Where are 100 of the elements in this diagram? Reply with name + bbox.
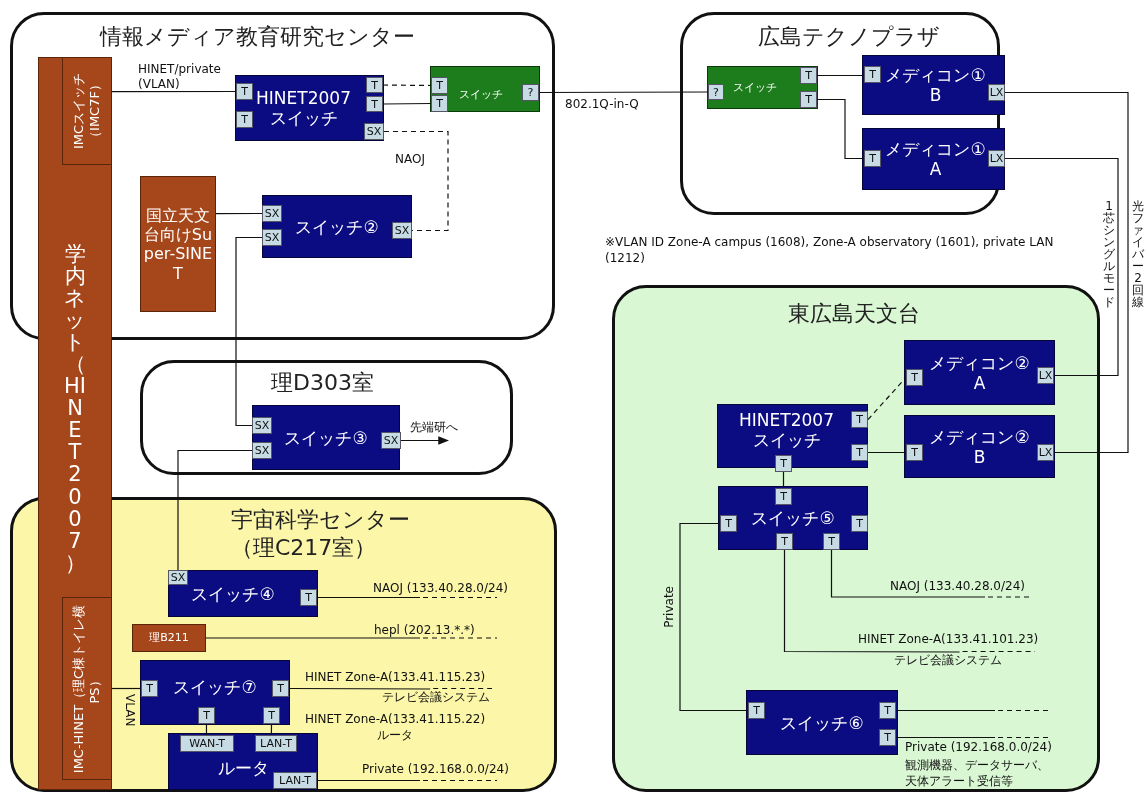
connection-line xyxy=(538,91,709,94)
equipment-box xyxy=(140,176,216,312)
port-box: T xyxy=(800,91,817,108)
port-box: T xyxy=(851,411,868,428)
device-box xyxy=(168,570,318,617)
port-box: SX xyxy=(381,432,401,449)
port-box: LX xyxy=(988,84,1005,101)
connection-line xyxy=(782,471,785,489)
equipment-box xyxy=(62,57,112,165)
connection-line xyxy=(895,736,996,739)
connection-line xyxy=(783,549,961,653)
connection-line xyxy=(1004,91,1129,454)
connection-line xyxy=(830,549,986,598)
device-box xyxy=(235,75,384,141)
line-label: 観測機器、データサーバ、天体アラート受信等 xyxy=(905,758,1050,790)
device-label: スイッチ④ xyxy=(191,583,275,604)
port-box: T xyxy=(431,95,448,112)
port-box: T xyxy=(748,702,765,719)
port-box: T xyxy=(141,680,158,697)
port-box: SX xyxy=(262,205,282,222)
device-label: HINET2007 スイッチ xyxy=(738,409,835,451)
port-box: T xyxy=(300,589,317,606)
port-box: T xyxy=(272,680,289,697)
connection-line xyxy=(382,102,432,105)
device-label: メディコン② B xyxy=(928,426,1031,467)
device-label: スイッチ③ xyxy=(284,427,368,448)
device-label: スイッチ xyxy=(732,80,777,95)
device-label: スイッチ② xyxy=(295,216,379,237)
port-box: T xyxy=(431,77,448,94)
connection-line xyxy=(382,84,432,87)
device-box xyxy=(746,690,898,755)
port-box: LX xyxy=(1037,367,1054,384)
box-label: 国立天文台向けSuper-SINET xyxy=(143,205,213,283)
note-text: ※VLAN ID Zone-A campus (1608), Zone-A observatory (1601), private LAN (1212) xyxy=(605,235,1055,267)
port-box: SX xyxy=(252,417,272,434)
port-box: T xyxy=(851,444,868,461)
port-box: T xyxy=(366,77,383,93)
switch-box xyxy=(707,66,818,109)
connection-line xyxy=(316,596,421,599)
port-box: T xyxy=(823,533,840,550)
device-box xyxy=(862,55,1005,115)
port-box: T xyxy=(775,455,792,472)
device-box xyxy=(168,733,318,790)
device-label: スイッチ xyxy=(459,88,503,102)
device-label: スイッチ⑤ xyxy=(751,507,835,529)
connection-line xyxy=(867,376,907,421)
port-box: SX xyxy=(252,442,272,459)
site-panel xyxy=(612,285,1100,792)
port-box: SX xyxy=(168,570,188,585)
port-box: T xyxy=(263,707,280,724)
site-title: 理D303室 xyxy=(271,369,374,397)
device-box xyxy=(140,660,290,725)
arrow xyxy=(400,436,450,445)
connection-line xyxy=(235,236,263,427)
cable-label: 光ファイバー2回線 xyxy=(1131,200,1145,308)
site-title: 情報メディア教育研究センター xyxy=(100,23,415,51)
device-label: メディコン② A xyxy=(928,352,1031,393)
port-box: T xyxy=(198,707,215,724)
port-box: T xyxy=(776,533,793,550)
port-box: T xyxy=(366,96,383,112)
device-box xyxy=(262,195,412,258)
edge-label: NAOJ xyxy=(395,152,425,167)
connection-line xyxy=(111,90,237,93)
edge-label: Private xyxy=(662,586,677,628)
equipment-box xyxy=(132,624,206,652)
port-box: T xyxy=(236,111,253,128)
connection-line xyxy=(816,98,865,160)
site-panel xyxy=(140,360,513,475)
port-box: LAN-T xyxy=(273,772,317,789)
device-label: メディコン① A xyxy=(884,138,987,180)
edge-label: Private (192.168.0.0/24) xyxy=(362,762,509,777)
device-box xyxy=(718,486,868,550)
port-box: ? xyxy=(522,84,539,101)
device-label: ルータ xyxy=(217,757,269,778)
connection-line xyxy=(288,687,431,690)
port-box: T xyxy=(879,729,896,746)
line-label: HINET Zone-A(133.41.115.22) ルータ xyxy=(303,712,487,744)
cable-label: 1芯シングルモード xyxy=(1102,200,1116,308)
edge-label: hepl (202.13.*.*) xyxy=(374,623,475,638)
connection-line xyxy=(895,709,996,712)
connection-line xyxy=(867,451,907,454)
device-label: メディコン① B xyxy=(884,64,987,106)
connection-line xyxy=(270,723,273,736)
site-title: 東広島天文台 xyxy=(788,300,920,328)
device-box xyxy=(862,128,1005,190)
connection-line xyxy=(316,779,421,782)
switch-box xyxy=(430,66,540,112)
device-label: スイッチ⑥ xyxy=(780,712,864,733)
port-box: T xyxy=(800,67,817,84)
port-box: T xyxy=(864,66,881,83)
edge-label: Private (192.168.0.0/24) xyxy=(905,740,1052,755)
connection-line xyxy=(1004,157,1119,377)
bar-label: 学内ネット（HINET2007） xyxy=(63,243,87,574)
edge-label: NAOJ (133.40.28.0/24) xyxy=(890,579,1025,594)
box-label: 理B211 xyxy=(149,631,189,645)
port-box: SX xyxy=(262,229,282,246)
site-title: 宇宙科学センター（理C217室） xyxy=(231,506,411,562)
connection-line xyxy=(205,637,421,639)
device-box xyxy=(904,415,1055,478)
equipment-box xyxy=(62,597,112,780)
